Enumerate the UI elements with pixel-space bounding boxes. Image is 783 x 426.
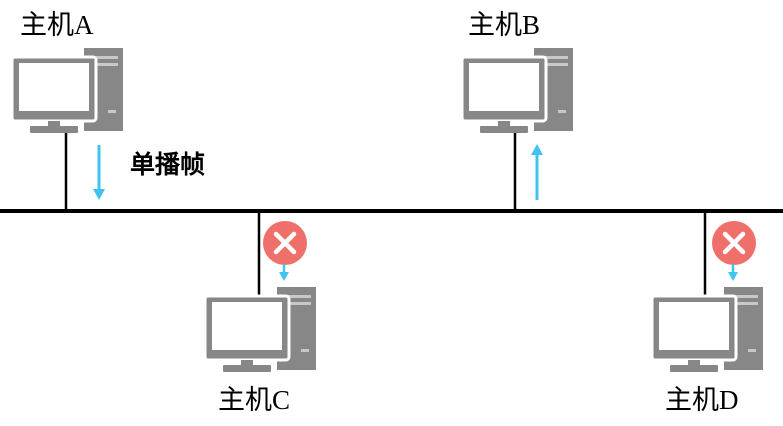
host-c: 主机C (203, 211, 318, 415)
computer-icon (460, 46, 575, 135)
host-d-label: 主机D (665, 385, 739, 415)
host-a: 主机A (10, 10, 125, 211)
discard-cross (273, 231, 297, 255)
arrow-down-icon (93, 145, 105, 200)
drop-arrow-head (728, 272, 738, 281)
computer-icon (650, 285, 765, 374)
send-arrow-head (93, 189, 105, 200)
x-circle-icon (263, 221, 307, 265)
host-c-label: 主机C (218, 385, 290, 415)
arrow-up-icon (531, 144, 543, 200)
computer-icon (203, 285, 318, 374)
discard-cross (722, 231, 746, 255)
x-circle-icon (712, 221, 756, 265)
host-b: 主机B (460, 10, 575, 211)
arrow-down-icon (279, 264, 289, 281)
host-b-label: 主机B (468, 10, 540, 40)
receive-arrow-head (531, 144, 543, 155)
drop-arrow-head (279, 272, 289, 281)
arrow-down-icon (728, 264, 738, 281)
host-d: 主机D (650, 211, 765, 415)
frame-label: 单播帧 (130, 151, 205, 179)
host-a-label: 主机A (20, 10, 94, 40)
computer-icon (10, 46, 125, 135)
